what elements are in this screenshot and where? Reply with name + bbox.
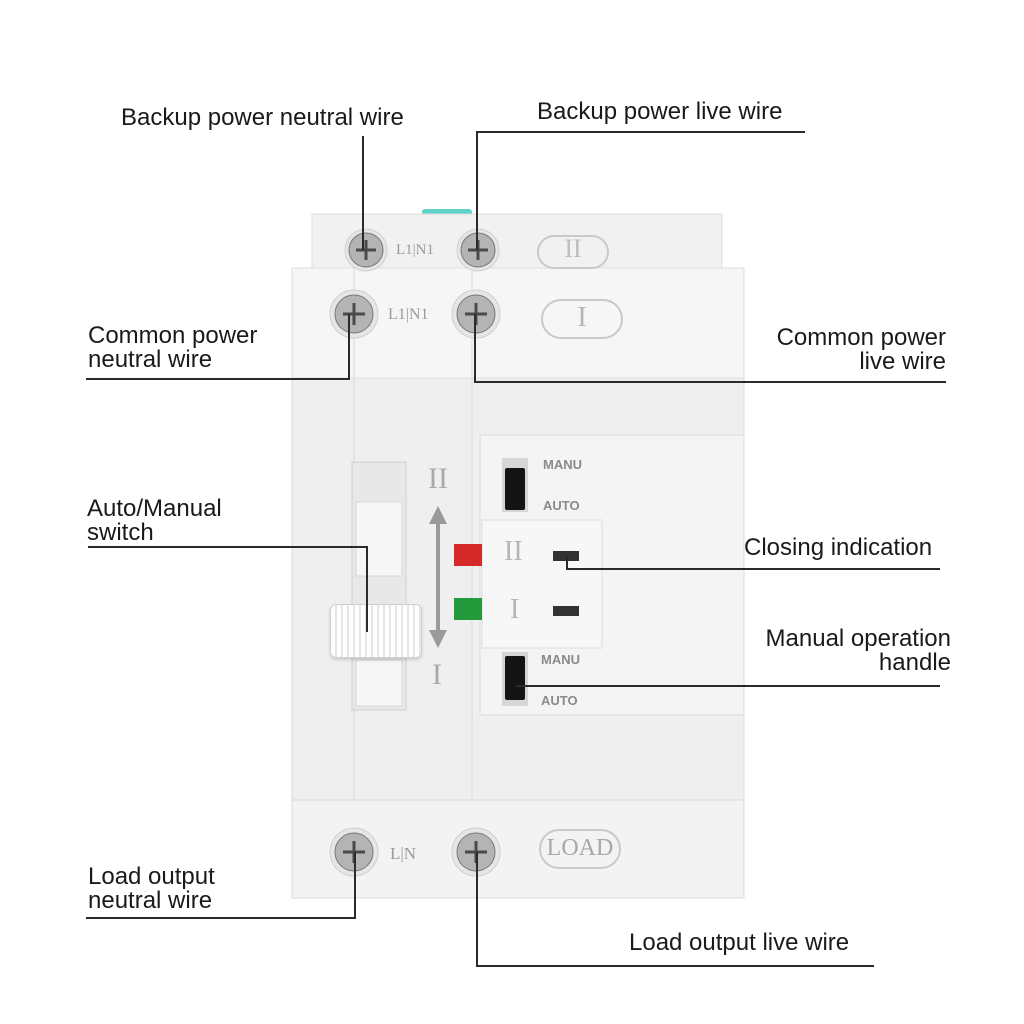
auto-manual-switch-knob[interactable]: [330, 604, 422, 658]
indicator-label-upper: II: [504, 536, 523, 567]
label-common-live-1: Common power: [776, 324, 946, 351]
label-closing-indication: Closing indication: [744, 534, 933, 561]
red-indicator: [454, 544, 482, 566]
badge-load-frame: [539, 829, 621, 869]
leader-auto-manual-h: [88, 546, 368, 548]
badge-ii-frame: [537, 235, 609, 269]
label-backup-neutral: Backup power neutral wire: [121, 104, 404, 131]
leader-load-neutral-h: [86, 917, 356, 919]
top-badge: II: [564, 234, 582, 263]
label-manual-handle-2: handle: [878, 649, 951, 676]
label-load-live: Load output live wire: [629, 929, 850, 956]
leader-load-live-h: [476, 965, 874, 967]
screw-common-neutral-icon: [329, 289, 379, 339]
top-terminal-mark: L1|N1: [396, 242, 434, 258]
label-manual-handle-1: Manual operation: [765, 625, 951, 652]
leader-auto-manual-v: [366, 546, 368, 632]
screw-common-live-icon: [451, 289, 501, 339]
bottom-badge: LOAD: [546, 835, 614, 861]
green-indicator: [454, 598, 482, 620]
label-common-neutral-1: Common power: [88, 322, 258, 349]
leader-load-live-v: [476, 852, 478, 967]
label-auto-manual-1: Auto/Manual: [87, 495, 222, 522]
switch-track-window: [355, 501, 403, 577]
label-load-neutral-2: neutral wire: [88, 887, 213, 914]
leader-backup-neutral: [362, 136, 364, 250]
manual-handle-lower[interactable]: [505, 656, 525, 700]
manual-handle-upper[interactable]: [505, 468, 525, 510]
slider-upper-manu: MANU: [543, 457, 582, 472]
position-label-upper: II: [428, 462, 448, 495]
switch-track-window-low: [355, 659, 403, 707]
body-center-panel: [481, 519, 603, 649]
badge-i-frame: [541, 299, 623, 339]
double-arrow-icon: [429, 506, 447, 648]
position-label-lower: I: [432, 658, 442, 691]
leader-backup-live-v: [476, 131, 478, 250]
leader-common-live-v: [474, 314, 476, 383]
slider-lower-manu: MANU: [541, 652, 580, 667]
label-auto-manual-2: switch: [87, 519, 154, 546]
leader-manual-handle-h: [516, 685, 940, 687]
screw-backup-live-icon: [456, 228, 500, 272]
second-badge: I: [577, 302, 587, 333]
leader-common-live-h: [474, 381, 946, 383]
label-load-neutral-1: Load output: [88, 863, 215, 890]
leader-load-neutral-v: [354, 852, 356, 919]
slider-lower-auto: AUTO: [541, 693, 578, 708]
closing-led-i: [553, 606, 579, 616]
leader-common-neutral-v: [348, 314, 350, 380]
label-backup-live: Backup power live wire: [537, 98, 783, 125]
slider-upper-auto: AUTO: [543, 498, 580, 513]
screw-backup-neutral-icon: [344, 228, 388, 272]
second-terminal-mark: L1|N1: [388, 306, 429, 323]
bottom-terminal-mark: L|N: [390, 844, 417, 863]
leader-common-neutral-h: [86, 378, 350, 380]
leader-backup-live-h: [476, 131, 805, 133]
leader-closing-h: [566, 568, 940, 570]
leader-closing-v: [566, 556, 568, 570]
indicator-label-lower: I: [510, 594, 520, 625]
label-common-neutral-2: neutral wire: [88, 346, 213, 373]
label-common-live-2: live wire: [859, 348, 946, 375]
